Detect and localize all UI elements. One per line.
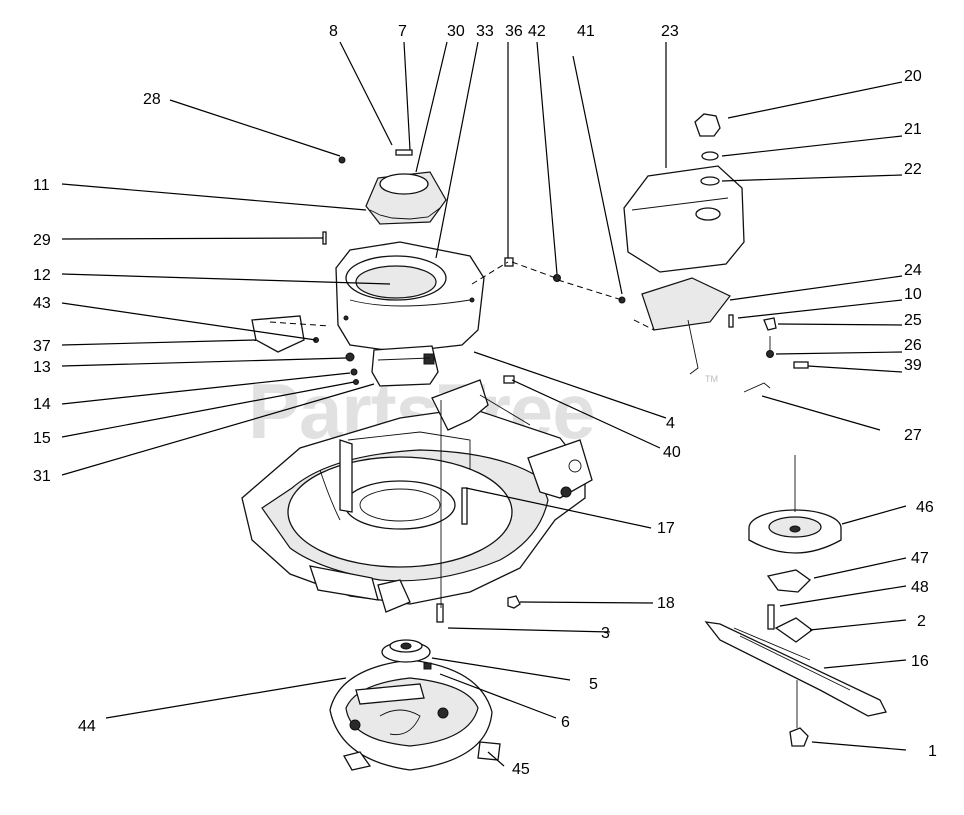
callout-20: 20 (904, 68, 922, 85)
callout-11: 11 (33, 177, 50, 194)
callout-16: 16 (911, 653, 929, 670)
callout-44: 44 (78, 718, 96, 735)
callout-29: 29 (33, 232, 51, 249)
callout-43: 43 (33, 295, 51, 312)
callout-47: 47 (911, 550, 929, 567)
callout-24: 24 (904, 262, 922, 279)
callout-37: 37 (33, 338, 51, 355)
callout-28: 28 (143, 91, 161, 108)
recoil-starter-cover[interactable] (365, 171, 447, 225)
callout-40: 40 (663, 444, 681, 461)
deck-hardware (440, 400, 521, 609)
callout-27: 27 (904, 427, 922, 444)
callout-10: 10 (904, 286, 922, 303)
callout-42: 42 (528, 23, 546, 40)
callout-8: 8 (329, 23, 338, 40)
callout-17: 17 (657, 520, 675, 537)
engine-block[interactable] (371, 345, 439, 387)
fuel-cap-assembly[interactable] (694, 113, 721, 186)
callout-13: 13 (33, 359, 51, 376)
mower-deck[interactable] (241, 379, 593, 623)
callout-39: 39 (904, 357, 922, 374)
fuel-tank[interactable] (618, 165, 745, 375)
callout-18: 18 (657, 595, 675, 612)
callout-22: 22 (904, 161, 922, 178)
leader-lines (61, 41, 907, 767)
callout-33: 33 (476, 23, 494, 40)
callout-12: 12 (33, 267, 51, 284)
callout-14: 14 (33, 396, 51, 413)
callout-7: 7 (398, 23, 407, 40)
callout-3: 3 (601, 625, 610, 642)
callout-21: 21 (904, 121, 922, 138)
callout-46: 46 (916, 499, 934, 516)
callout-26: 26 (904, 337, 922, 354)
callout-41: 41 (577, 23, 595, 40)
watermark-tm: TM (705, 374, 718, 384)
callout-6: 6 (561, 714, 570, 731)
callout-31: 31 (33, 468, 51, 485)
callout-1: 1 (928, 743, 937, 760)
callout-5: 5 (589, 676, 598, 693)
callout-numbers: 8 7 30 33 36 42 41 23 20 28 21 22 11 29 … (33, 23, 937, 778)
callout-48: 48 (911, 579, 929, 596)
callout-4: 4 (666, 415, 675, 432)
blade-adapter-assembly[interactable] (704, 455, 887, 747)
callout-45: 45 (512, 761, 530, 778)
alignment-lines (269, 261, 655, 331)
callout-36: 36 (505, 23, 523, 40)
callout-2: 2 (917, 613, 926, 630)
engine-shroud[interactable] (335, 241, 485, 353)
blade-brake-assembly[interactable] (329, 639, 501, 771)
callout-25: 25 (904, 312, 922, 329)
throttle-linkage[interactable] (728, 314, 809, 393)
callout-15: 15 (33, 430, 51, 447)
callout-30: 30 (447, 23, 465, 40)
callout-23: 23 (661, 23, 679, 40)
